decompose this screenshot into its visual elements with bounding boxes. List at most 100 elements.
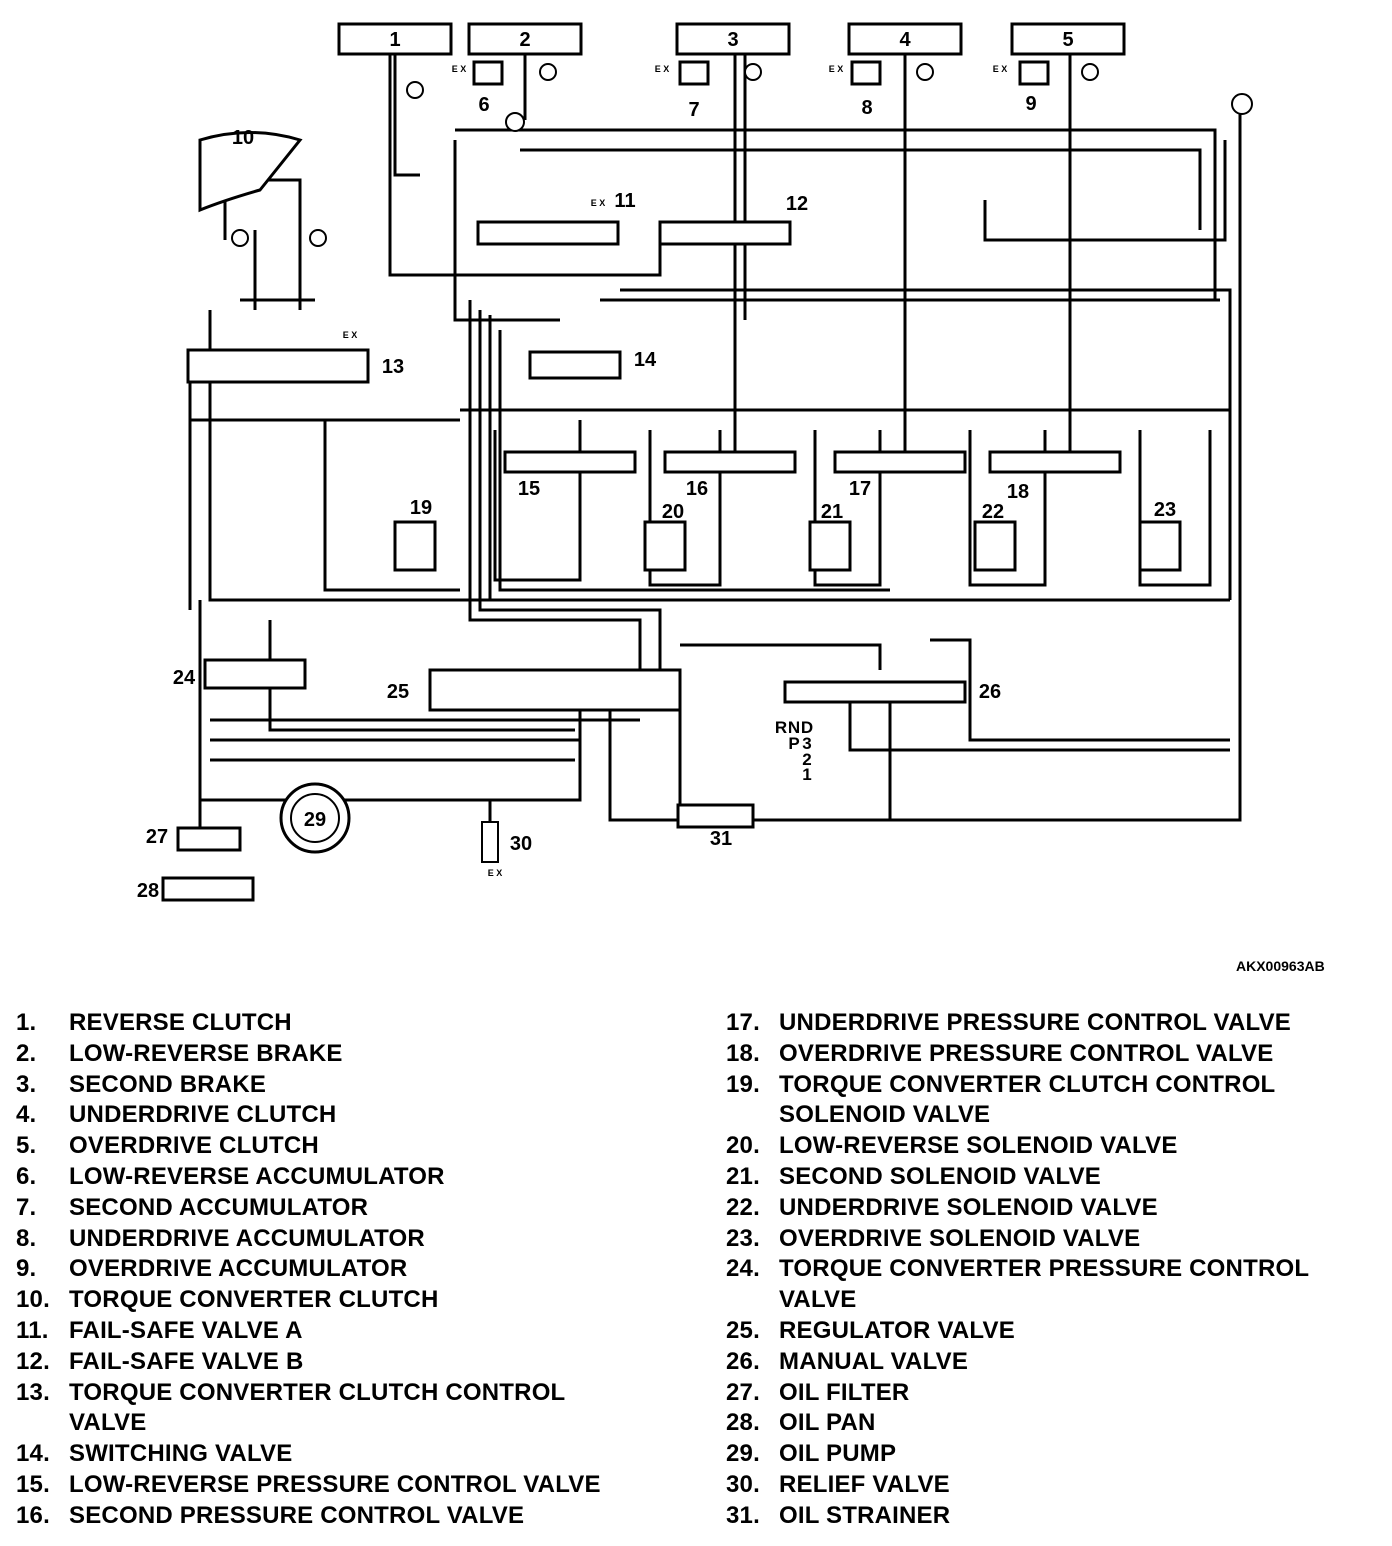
legend-text: SECOND BRAKE	[69, 1070, 267, 1098]
reference-code: AKX00963AB	[1236, 958, 1325, 974]
legend-item: 27. OIL FILTER	[726, 1378, 1386, 1409]
legend-item: 21.SECOND SOLENOID VALVE	[726, 1162, 1386, 1193]
legend-item: 30.RELIEF VALVE	[726, 1470, 1386, 1501]
legend-number: 6.	[16, 1162, 37, 1190]
legend-text: VALVE	[779, 1286, 857, 1314]
label-17: 17	[849, 478, 871, 500]
label-8: 8	[861, 97, 872, 119]
legend-item: 10.TORQUE CONVERTER CLUTCH	[16, 1285, 676, 1316]
label-23: 23	[1154, 499, 1176, 521]
legend-text: TORQUE CONVERTER PRESSURE CONTROL	[779, 1255, 1310, 1283]
legend-text: UNDERDRIVE ACCUMULATOR	[69, 1224, 425, 1252]
legend-item: 19. TORQUE CONVERTER CLUTCH CONTROL	[726, 1070, 1386, 1101]
legend-number	[16, 1408, 69, 1439]
legend-text: LOW-REVERSE SOLENOID VALVE	[779, 1132, 1178, 1160]
legend-text: OVERDRIVE ACCUMULATOR	[69, 1255, 408, 1283]
exhaust-mark: E X	[343, 330, 358, 340]
legend-item: 14.SWITCHING VALVE	[16, 1439, 676, 1470]
label-10: 10	[232, 127, 254, 149]
legend-number: 21.	[726, 1162, 760, 1190]
label-30: 30	[510, 833, 532, 855]
exhaust-mark: E X	[829, 64, 844, 74]
legend-item: 18.OVERDRIVE PRESSURE CONTROL VALVE	[726, 1039, 1386, 1070]
legend-text: LOW-REVERSE PRESSURE CONTROL VALVE	[69, 1470, 601, 1498]
legend-number: 7.	[16, 1193, 37, 1221]
legend-number: 30.	[726, 1470, 760, 1498]
legend-number: 13.	[16, 1378, 50, 1406]
legend-text: OIL STRAINER	[779, 1501, 951, 1529]
legend-item: 9. OVERDRIVE ACCUMULATOR	[16, 1254, 676, 1285]
legend-number: 12.	[16, 1347, 50, 1375]
legend-number: 31.	[726, 1501, 760, 1529]
legend-text: REVERSE CLUTCH	[69, 1009, 292, 1036]
legend-number: 9.	[16, 1255, 37, 1283]
label-13: 13	[382, 356, 404, 378]
legend-number: 22.	[726, 1193, 760, 1221]
legend-number: 15.	[16, 1470, 50, 1498]
legend-text: FAIL-SAFE VALVE A	[69, 1316, 303, 1344]
legend-item: 2. LOW-REVERSE BRAKE	[16, 1039, 676, 1070]
legend-item: 1. REVERSE CLUTCH	[16, 1008, 676, 1039]
legend-text: TORQUE CONVERTER CLUTCH CONTROL	[779, 1070, 1276, 1098]
legend-item: 5.OVERDRIVE CLUTCH	[16, 1131, 676, 1162]
legend-text: OVERDRIVE SOLENOID VALVE	[779, 1224, 1141, 1252]
legend-text: OVERDRIVE PRESSURE CONTROL VALVE	[779, 1039, 1274, 1067]
legend-item: SOLENOID VALVE	[726, 1100, 1386, 1131]
legend-item: 28.OIL PAN	[726, 1408, 1386, 1439]
legend-item: 31. OIL STRAINER	[726, 1501, 1386, 1532]
range-n: N	[788, 718, 800, 737]
legend-text: TORQUE CONVERTER CLUTCH CONTROL	[69, 1378, 566, 1406]
label-6: 6	[478, 94, 489, 116]
legend-item: 23. OVERDRIVE SOLENOID VALVE	[726, 1224, 1386, 1255]
legend-number	[726, 1285, 779, 1316]
label-3: 3	[727, 29, 738, 51]
label-18: 18	[1007, 481, 1029, 503]
legend-item: 7. SECOND ACCUMULATOR	[16, 1193, 676, 1224]
legend-item: 25.REGULATOR VALVE	[726, 1316, 1386, 1347]
exhaust-mark: E X	[452, 64, 467, 74]
legend-text: MANUAL VALVE	[779, 1347, 969, 1375]
legend-left: 1. REVERSE CLUTCH 2. LOW-REVERSE BRAKE 3. S…	[16, 1008, 676, 1532]
legend-item: 29.OIL PUMP	[726, 1439, 1386, 1470]
legend-number: 17.	[726, 1009, 760, 1036]
legend-number: 1.	[16, 1009, 37, 1036]
label-19: 19	[410, 497, 432, 519]
exhaust-mark: E X	[993, 64, 1008, 74]
legend-text: LOW-REVERSE BRAKE	[69, 1039, 343, 1067]
legend-text: OVERDRIVE CLUTCH	[69, 1132, 319, 1160]
label-7: 7	[688, 99, 699, 121]
label-4: 4	[899, 29, 911, 51]
legend-number: 19.	[726, 1070, 760, 1098]
exhaust-mark: E X	[655, 64, 670, 74]
legend-number: 10.	[16, 1286, 50, 1314]
legend-item: 3. SECOND BRAKE	[16, 1070, 676, 1101]
legend-number: 3.	[16, 1070, 37, 1098]
legend-text: REGULATOR VALVE	[779, 1316, 1015, 1344]
legend-number: 27.	[726, 1378, 760, 1406]
legend-number: 26.	[726, 1347, 760, 1375]
label-29: 29	[304, 809, 326, 831]
label-2: 2	[519, 29, 530, 51]
legend-number: 16.	[16, 1501, 50, 1529]
legend-number: 2.	[16, 1039, 37, 1067]
legend-number: 29.	[726, 1440, 760, 1468]
legend-item: VALVE	[16, 1408, 676, 1439]
label-26: 26	[979, 681, 1001, 703]
legend-item: 12.FAIL-SAFE VALVE B	[16, 1347, 676, 1378]
legend-text: SECOND ACCUMULATOR	[69, 1193, 369, 1221]
range-3: 3	[802, 734, 811, 753]
legend-text: SECOND PRESSURE CONTROL VALVE	[69, 1501, 525, 1529]
hydraulic-circuit-diagram: 1 2 3 4 5 6 7 8 9 10 11 12 13 14 15 16 1…	[137, 22, 1253, 902]
label-22: 22	[982, 501, 1004, 523]
legend-number: 28.	[726, 1409, 760, 1437]
torque-converter-shape	[198, 131, 303, 213]
legend-item: 20.LOW-REVERSE SOLENOID VALVE	[726, 1131, 1386, 1162]
label-25: 25	[387, 681, 409, 703]
legend-item: 6.LOW-REVERSE ACCUMULATOR	[16, 1162, 676, 1193]
legend-item: 15. LOW-REVERSE PRESSURE CONTROL VALVE	[16, 1470, 676, 1501]
label-1: 1	[389, 29, 400, 51]
legend-number: 11.	[16, 1316, 49, 1344]
legend-text: SOLENOID VALVE	[779, 1101, 991, 1129]
legend-number: 23.	[726, 1224, 760, 1252]
legend-text: OIL FILTER	[779, 1378, 910, 1406]
